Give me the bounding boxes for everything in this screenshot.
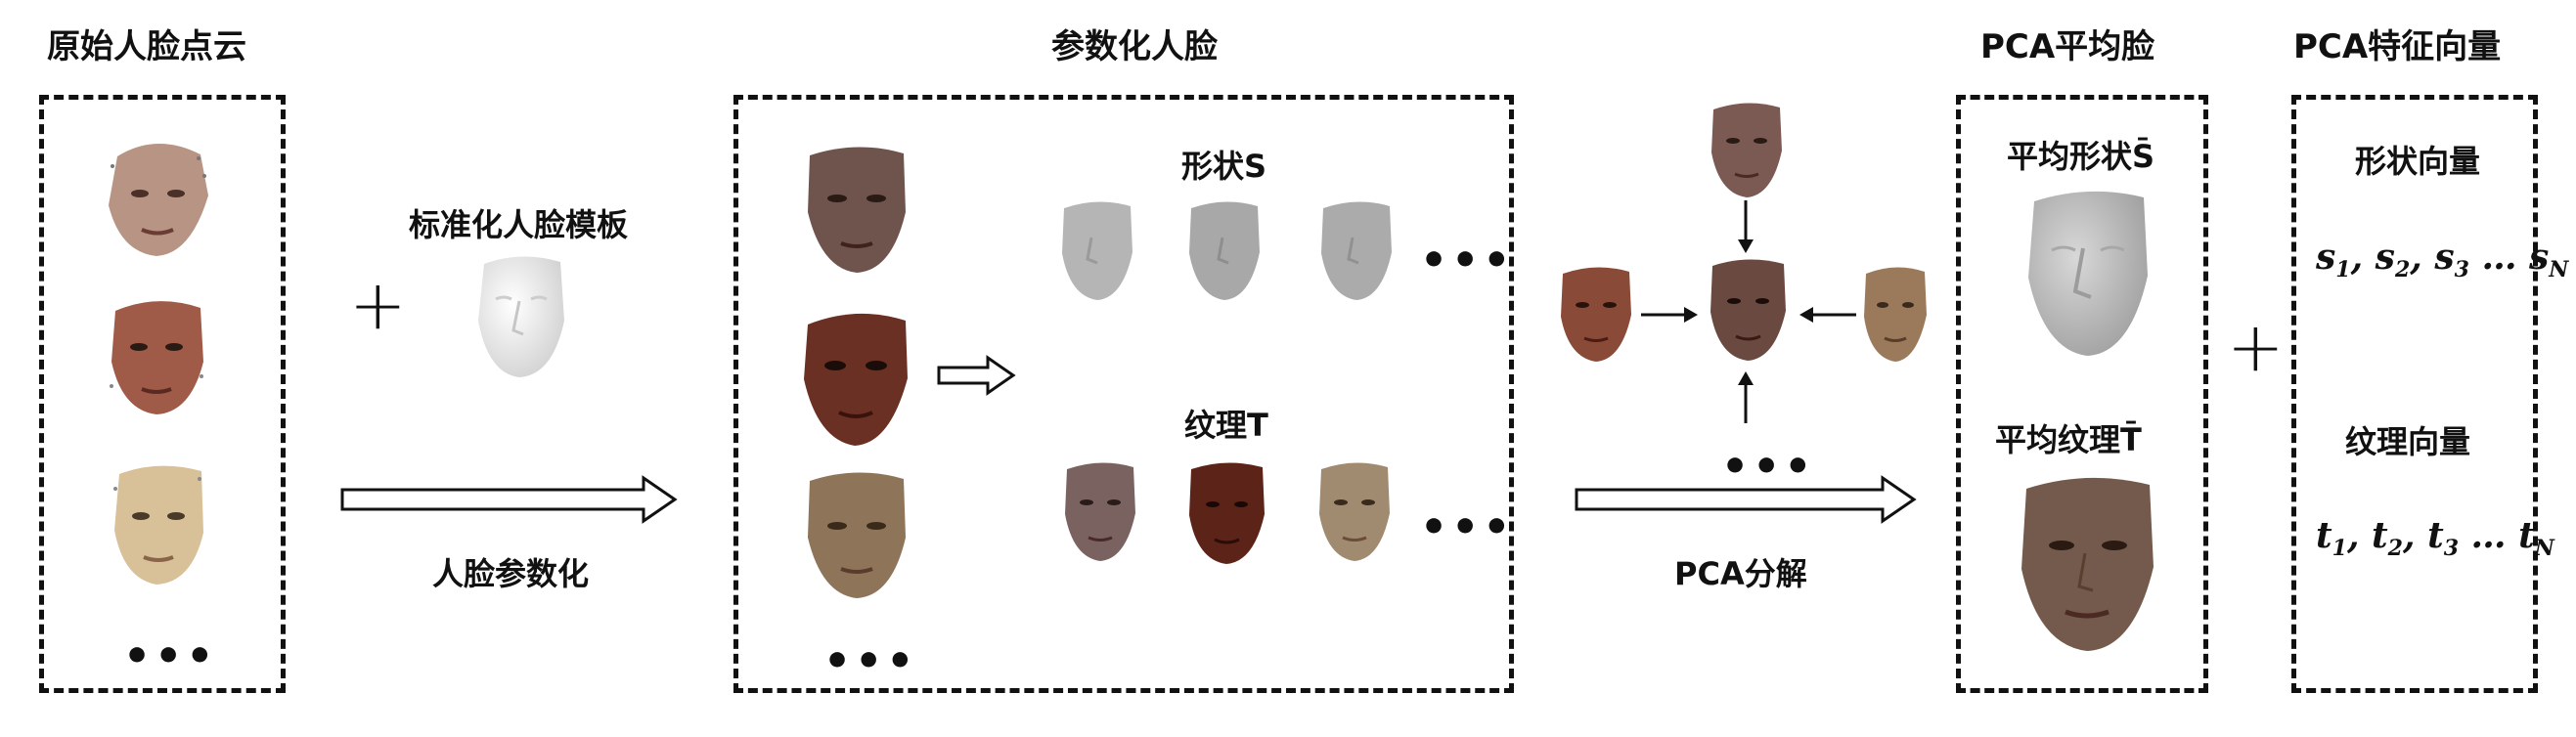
mean-shape-label: 平均形状S̄ bbox=[2007, 138, 2155, 175]
param-inner-arrow-icon bbox=[937, 355, 1016, 396]
param-face-3 bbox=[808, 472, 906, 598]
texture-face-1 bbox=[1065, 462, 1135, 561]
pca-face-center bbox=[1710, 259, 1786, 361]
raw-face-2 bbox=[110, 301, 203, 414]
raw-face-3 bbox=[113, 465, 203, 585]
template-label: 标准化人脸模板 bbox=[409, 206, 629, 243]
raw-ellipsis: ••• bbox=[123, 631, 218, 681]
shape-face-1 bbox=[1062, 201, 1133, 300]
section-title-pca-mean-face: PCA平均脸 bbox=[1980, 27, 2155, 66]
param-face-2 bbox=[804, 313, 908, 446]
pca-arrow-down-icon bbox=[1738, 200, 1754, 253]
texture-vector-list: t1, t2, t3 … tN bbox=[2316, 515, 2554, 562]
shape-label: 形状S bbox=[1181, 148, 1267, 185]
pca-arrow-right-icon bbox=[1641, 307, 1698, 323]
pca-ellipsis: ••• bbox=[1721, 442, 1816, 492]
pca-eigen-box bbox=[2291, 95, 2538, 693]
pca-decomp-arrow-icon bbox=[1575, 475, 1917, 524]
texture-label: 纹理T bbox=[1184, 407, 1268, 444]
shape-face-3 bbox=[1321, 201, 1392, 300]
pca-arrow-up-icon bbox=[1738, 371, 1754, 423]
param-face-1 bbox=[808, 147, 906, 273]
parameterize-arrow-icon bbox=[340, 475, 678, 524]
texture-ellipsis: ••• bbox=[1420, 502, 1515, 552]
raw-point-cloud-box bbox=[39, 95, 286, 693]
shape-face-2 bbox=[1189, 201, 1260, 300]
pca-face-top bbox=[1711, 103, 1782, 197]
shape-ellipsis: ••• bbox=[1420, 236, 1515, 285]
pca-face-left bbox=[1561, 267, 1631, 362]
param-face-box bbox=[733, 95, 1514, 693]
raw-face-1 bbox=[109, 143, 208, 256]
parameterize-label: 人脸参数化 bbox=[432, 555, 590, 592]
pca-arrow-left-icon bbox=[1799, 307, 1856, 323]
section-title-param-face: 参数化人脸 bbox=[1051, 27, 1218, 66]
mean-shape-face bbox=[2028, 191, 2148, 356]
section-title-raw-point-cloud: 原始人脸点云 bbox=[47, 27, 246, 66]
shape-vectors-label: 形状向量 bbox=[2355, 143, 2481, 180]
texture-vectors-label: 纹理向量 bbox=[2345, 423, 2471, 460]
mean-texture-label: 平均纹理T̄ bbox=[1995, 421, 2142, 458]
plus-sign-2: + bbox=[2227, 307, 2285, 387]
mean-texture-face bbox=[2021, 477, 2154, 651]
shape-vector-list: s1, s2, s3 … sN bbox=[2316, 237, 2569, 283]
plus-sign-1: + bbox=[349, 265, 407, 345]
pca-mean-face-box bbox=[1956, 95, 2208, 693]
section-title-pca-eigen: PCA特征向量 bbox=[2293, 27, 2502, 66]
template-face bbox=[478, 256, 564, 377]
texture-face-2 bbox=[1189, 462, 1265, 564]
pca-face-right bbox=[1864, 267, 1927, 362]
param-ellipsis: ••• bbox=[823, 636, 918, 686]
pca-decomp-label: PCA分解 bbox=[1674, 555, 1807, 592]
texture-face-3 bbox=[1319, 462, 1390, 561]
